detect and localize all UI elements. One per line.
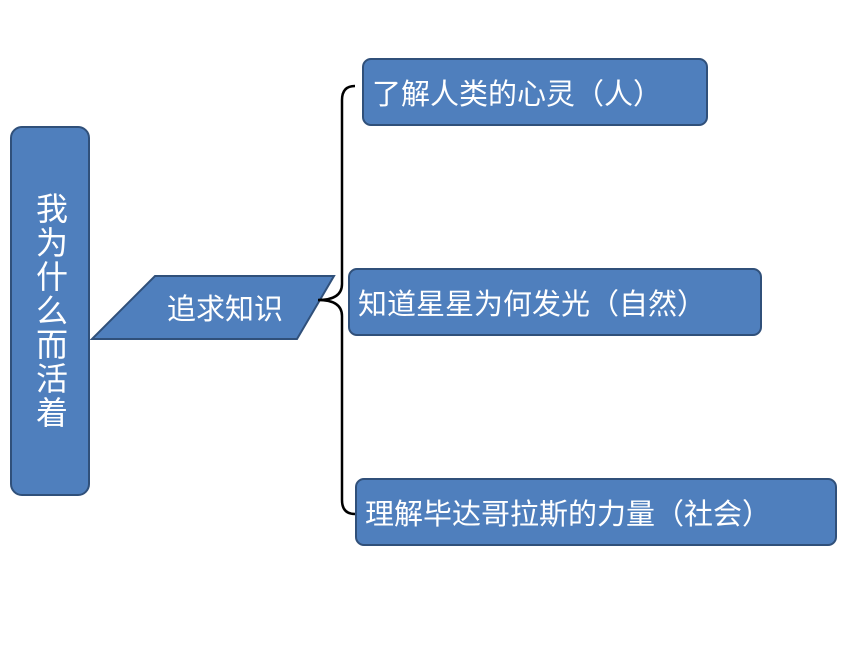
curly-brace: [317, 84, 356, 516]
leaf-node-society: 理解毕达哥拉斯的力量（社会）: [355, 478, 837, 546]
leaf-label: 知道星星为何发光（自然）: [358, 287, 707, 321]
root-label: 我为什么而活着: [31, 192, 69, 430]
leaf-label: 理解毕达哥拉斯的力量（社会）: [365, 497, 772, 531]
branch-label: 追求知识: [166, 292, 283, 326]
root-node: 我为什么而活着: [10, 126, 90, 496]
leaf-node-human: 了解人类的心灵（人）: [362, 58, 708, 126]
leaf-label: 了解人类的心灵（人）: [372, 77, 663, 111]
leaf-node-nature: 知道星星为何发光（自然）: [348, 268, 762, 336]
branch-parallelogram: [89, 275, 336, 340]
